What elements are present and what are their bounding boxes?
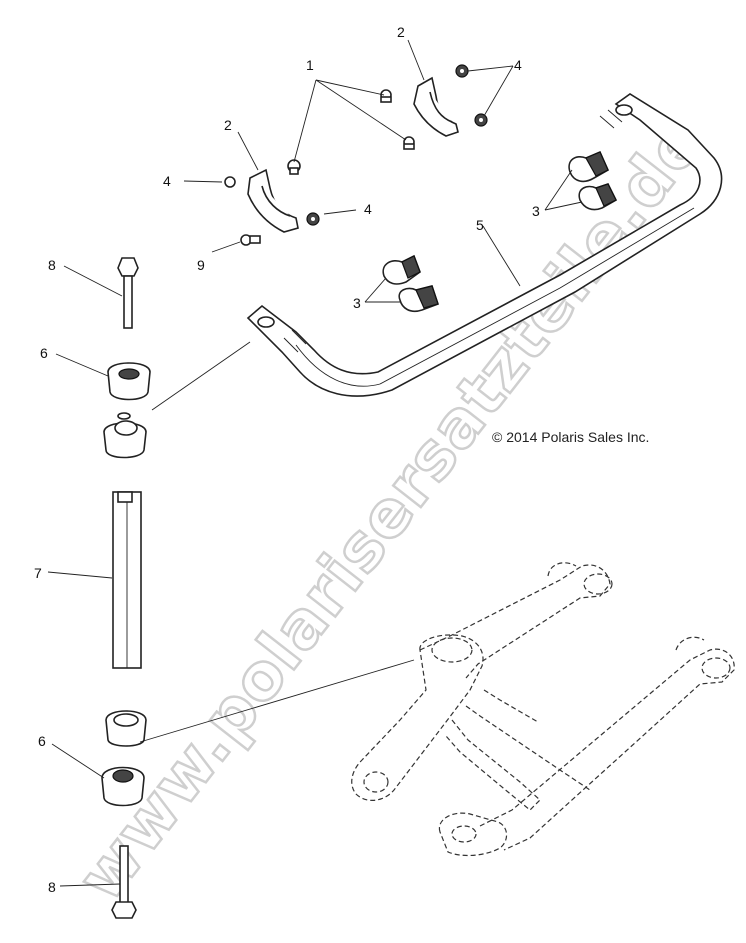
copyright-notice: © 2014 Polaris Sales Inc. [492, 429, 649, 445]
callout-7: 7 [34, 565, 42, 581]
bushing-6-mid [103, 412, 147, 459]
nut-4-b [474, 113, 488, 127]
bolt-1-b [403, 136, 415, 150]
watermark-text: www.polarisersatzteile.de [64, 106, 718, 914]
callout-9: 9 [197, 257, 205, 273]
clamp-3-lower-a [382, 254, 421, 285]
callout-6-top: 6 [40, 345, 48, 361]
callout-labels: 1 2 2 4 4 4 9 3 3 5 8 6 7 6 8 [34, 24, 540, 895]
callout-6-bottom: 6 [38, 733, 46, 749]
watermark: www.polarisersatzteile.de [63, 105, 720, 916]
clamp-3-upper-a [568, 150, 610, 183]
callout-4-left: 4 [163, 173, 171, 189]
callout-4-right: 4 [364, 201, 372, 217]
frame-phantom [351, 562, 735, 857]
callout-8-top: 8 [48, 257, 56, 273]
nut-4-d [306, 212, 320, 226]
clamp-3-lower-b [398, 285, 440, 313]
bolt-8-bottom [111, 845, 137, 919]
bolt-1-a [380, 89, 392, 103]
callout-5: 5 [476, 217, 484, 233]
bushing-6-lower [105, 710, 147, 747]
callout-3-right: 3 [532, 203, 540, 219]
nut-4-a [455, 64, 469, 78]
leader-lines [47, 39, 583, 887]
callout-1: 1 [306, 57, 314, 73]
bolt-8-top [117, 257, 139, 329]
link-7 [112, 491, 142, 669]
screw-9 [240, 234, 261, 246]
bushing-6-bottom [101, 766, 145, 807]
callout-3-left: 3 [353, 295, 361, 311]
bolt-1-c [287, 159, 301, 175]
callout-8-bottom: 8 [48, 879, 56, 895]
bracket-upper [413, 76, 459, 137]
bracket-lower [247, 168, 299, 233]
callout-2-upper: 2 [397, 24, 405, 40]
callout-2-left: 2 [224, 117, 232, 133]
nut-4-c [224, 176, 236, 188]
bushing-6-top [107, 362, 151, 401]
clamp-3-upper-b [578, 183, 618, 211]
stabilizer-bar [246, 93, 723, 397]
callout-4-upper: 4 [514, 57, 522, 73]
